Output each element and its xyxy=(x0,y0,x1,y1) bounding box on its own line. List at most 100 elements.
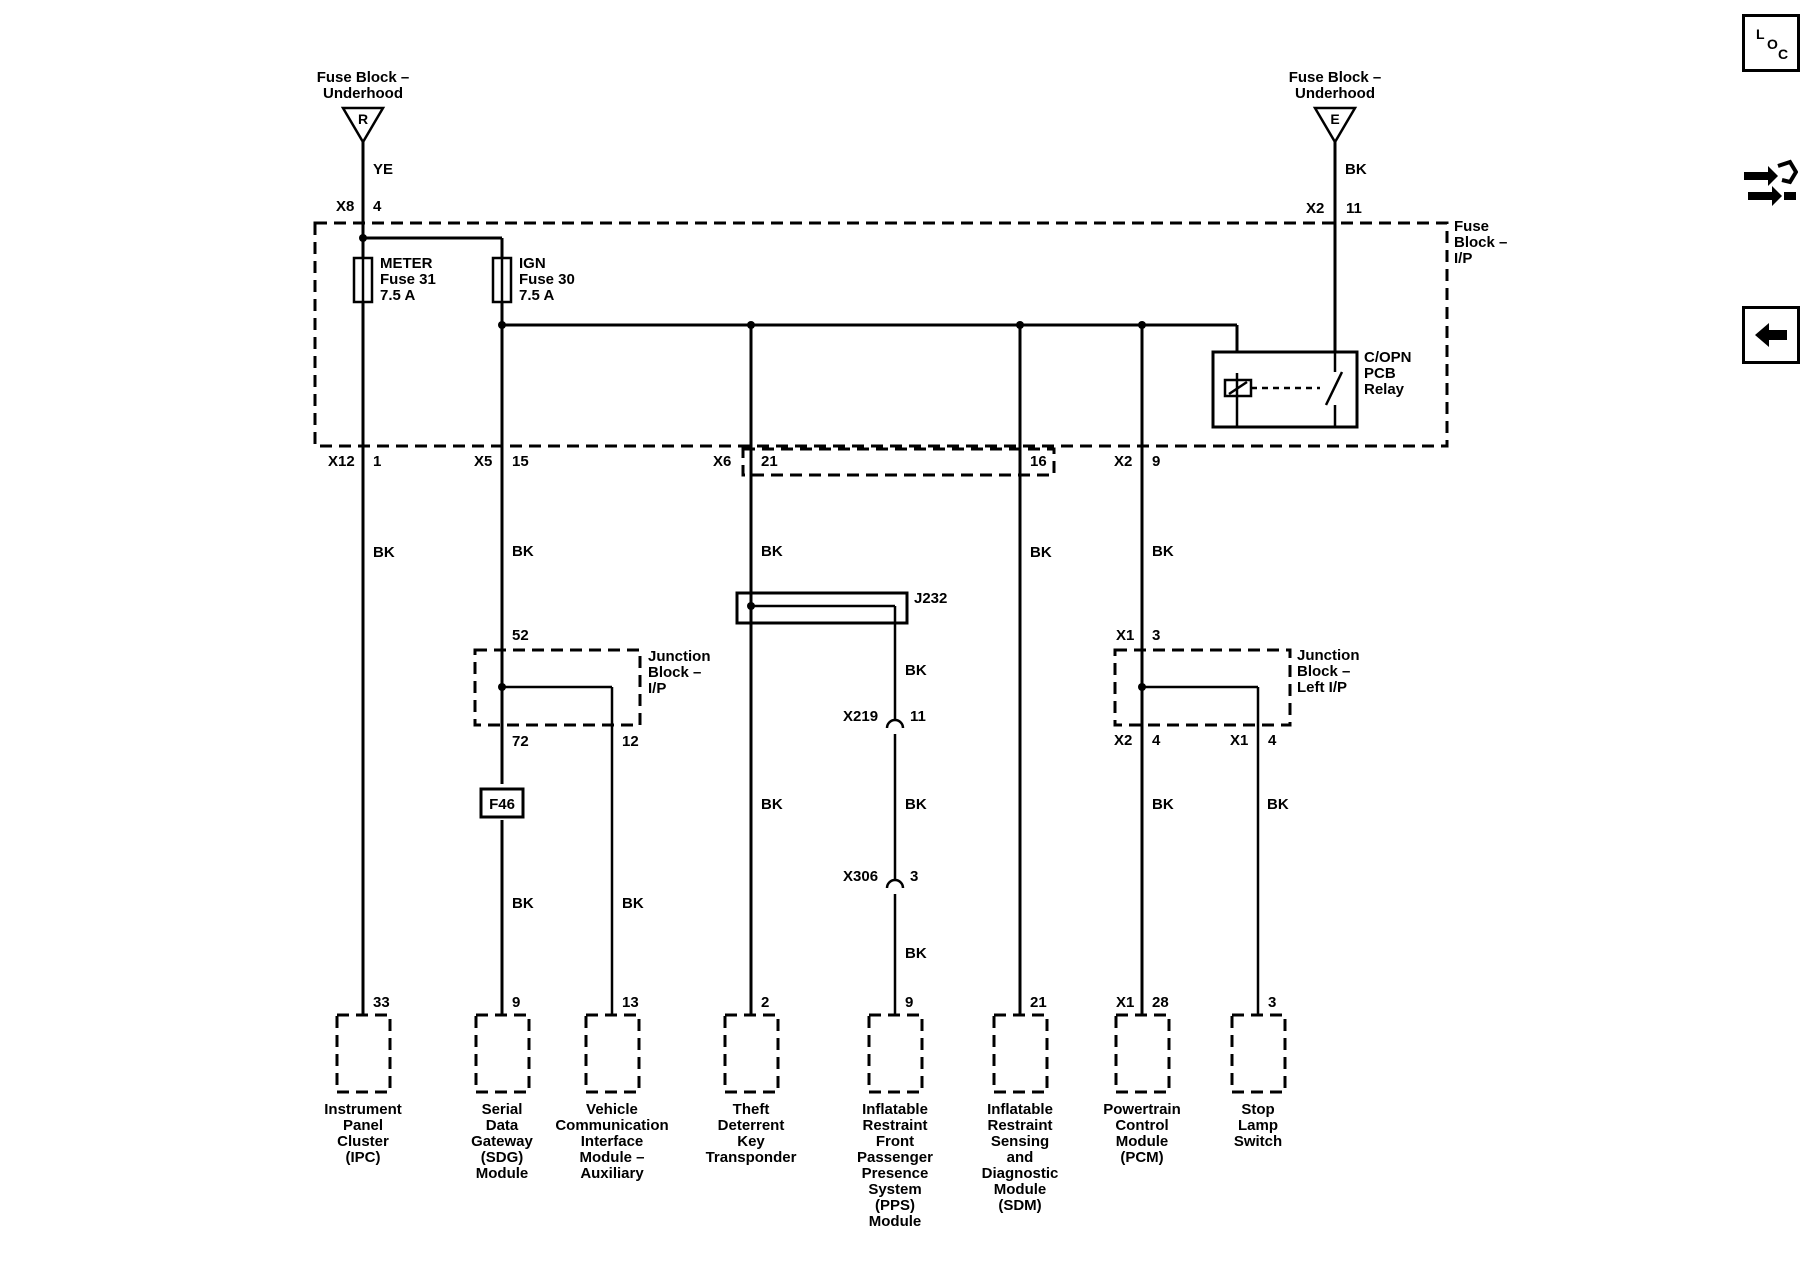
fuse-block-ip-label-3: I/P xyxy=(1454,250,1472,267)
module-label-vcim: Interface xyxy=(581,1133,644,1150)
relay-contact-switch xyxy=(1324,371,1344,406)
source-left: Fuse Block – Underhood R YE X8 4 xyxy=(317,69,410,215)
module-label-ipc: Cluster xyxy=(337,1133,389,1150)
output-pin: 1 xyxy=(373,453,381,470)
loc-letter-l: L xyxy=(1756,26,1765,42)
module-conn: X1 xyxy=(1116,994,1134,1011)
splice-j232-box xyxy=(735,591,909,625)
module-label-pps: Restraint xyxy=(862,1117,927,1134)
inline-connector-x306-symbol xyxy=(885,878,905,889)
inline-connector-x219-conn: X219 xyxy=(843,708,878,725)
fuse-meter-label-2: Fuse 31 xyxy=(380,271,436,288)
junction-ip-pin-out2: 12 xyxy=(622,733,639,750)
module-label-pps: Presence xyxy=(862,1165,929,1182)
wire-color-label: BK xyxy=(1152,543,1174,560)
module-label-sdm: and xyxy=(1007,1149,1034,1166)
module-label-vcim: Module – xyxy=(579,1149,644,1166)
wire-color-label: BK xyxy=(373,544,395,561)
loc-letter-o: O xyxy=(1767,36,1778,52)
module-label-sdm: (SDM) xyxy=(998,1197,1041,1214)
splice-dot xyxy=(1016,321,1024,329)
splice-dot xyxy=(1138,321,1146,329)
relay-label-2: PCB xyxy=(1364,365,1396,382)
source-left-letter: R xyxy=(358,111,368,127)
loc-icon: L O C xyxy=(1756,26,1788,62)
loc-letter-c: C xyxy=(1778,46,1788,62)
wires xyxy=(361,142,1337,1015)
fuse-meter: METER Fuse 31 7.5 A xyxy=(352,255,436,304)
junction-left-pin-out2: 4 xyxy=(1268,732,1277,749)
module-label-sdm: Diagnostic xyxy=(982,1165,1059,1182)
module-label-pps: Passenger xyxy=(857,1149,933,1166)
module-label-pps: Front xyxy=(876,1133,914,1150)
source-left-wire-color: YE xyxy=(373,161,393,178)
module-box-pps xyxy=(867,1013,924,1094)
module-pin: 33 xyxy=(373,994,390,1011)
module-label-sdm: Restraint xyxy=(987,1117,1052,1134)
junction-block-left-ip: Junction Block – Left I/P X1 3 X2 4 X1 4 xyxy=(1113,627,1360,749)
module-label-pcm: Module xyxy=(1116,1133,1169,1150)
module-box-stop-lamp xyxy=(1230,1013,1287,1094)
relay-label-1: C/OPN xyxy=(1364,349,1412,366)
module-label-pcm: Powertrain xyxy=(1103,1101,1181,1118)
inline-connector-x219: X219 11 xyxy=(843,708,926,729)
source-right-wire-color: BK xyxy=(1345,161,1367,178)
module-label-pps: (PPS) xyxy=(875,1197,915,1214)
wire-color-label: BK xyxy=(1267,796,1289,813)
module-label-sdm: Module xyxy=(994,1181,1047,1198)
module-label-vcim: Communication xyxy=(555,1117,668,1134)
wire-color-label: BK xyxy=(1030,544,1052,561)
source-left-terminal xyxy=(340,106,386,145)
module-pin: 13 xyxy=(622,994,639,1011)
inline-connector-x306-conn: X306 xyxy=(843,868,878,885)
wire-color-label: BK xyxy=(512,895,534,912)
module-label-sdg: Data xyxy=(486,1117,519,1134)
source-left-title-1: Fuse Block – xyxy=(317,69,410,86)
inline-connector-x306-pin: 3 xyxy=(910,868,918,885)
junction-left-conn-out2: X1 xyxy=(1230,732,1248,749)
splice-dot xyxy=(359,234,367,242)
module-pin: 9 xyxy=(512,994,520,1011)
module-pin: 21 xyxy=(1030,994,1047,1011)
junction-block-left-ip-box xyxy=(1113,648,1292,727)
fuse-block-ip-label-1: Fuse xyxy=(1454,218,1489,235)
module-label-ipc: Instrument xyxy=(324,1101,402,1118)
splice-dot xyxy=(747,602,755,610)
wire-color-label: BK xyxy=(905,662,927,679)
module-pins: 33 9 13 2 9 21 X1 28 3 xyxy=(373,994,1276,1011)
fuse-meter-label-3: 7.5 A xyxy=(380,287,415,304)
source-left-pin: 4 xyxy=(373,198,382,215)
relay: C/OPN PCB Relay xyxy=(1211,349,1412,429)
module-label-stop-lamp: Stop xyxy=(1241,1101,1274,1118)
module-label-sdm: Inflatable xyxy=(987,1101,1053,1118)
module-label-stop-lamp: Switch xyxy=(1234,1133,1282,1150)
wire-color-label: BK xyxy=(761,796,783,813)
source-right: Fuse Block – Underhood E BK X2 11 xyxy=(1289,69,1382,217)
module-box-vcim xyxy=(584,1013,641,1094)
fuse-ign-label-1: IGN xyxy=(519,255,546,272)
wire-color-label: BK xyxy=(512,543,534,560)
junction-left-pin-out1: 4 xyxy=(1152,732,1161,749)
relay-box xyxy=(1211,350,1359,429)
module-label-pps: System xyxy=(868,1181,921,1198)
module-label-sdg: Gateway xyxy=(471,1133,533,1150)
junction-block-ip-box xyxy=(473,648,642,727)
inline-connector-x306: X306 3 xyxy=(843,868,918,889)
output-conn: X2 xyxy=(1114,453,1132,470)
junction-left-pin-in: 3 xyxy=(1152,627,1160,644)
source-right-pin: 11 xyxy=(1346,200,1362,217)
module-label-ipc: (IPC) xyxy=(346,1149,381,1166)
fuse-block-ip-label-2: Block – xyxy=(1454,234,1507,251)
module-box-sdg xyxy=(474,1013,531,1094)
module-box-theft xyxy=(723,1013,780,1094)
loc-button[interactable]: L O C xyxy=(1742,14,1800,72)
module-pin: 9 xyxy=(905,994,913,1011)
connector-button[interactable] xyxy=(1738,152,1799,212)
module-box-sdm xyxy=(992,1013,1049,1094)
module-boxes xyxy=(335,1013,1287,1094)
output-pin: 15 xyxy=(512,453,529,470)
wire-color-labels: BK BK BK BK BK BK BK BK BK BK BK BK BK xyxy=(373,543,1289,962)
back-button[interactable] xyxy=(1742,306,1800,364)
source-right-letter: E xyxy=(1330,111,1339,127)
